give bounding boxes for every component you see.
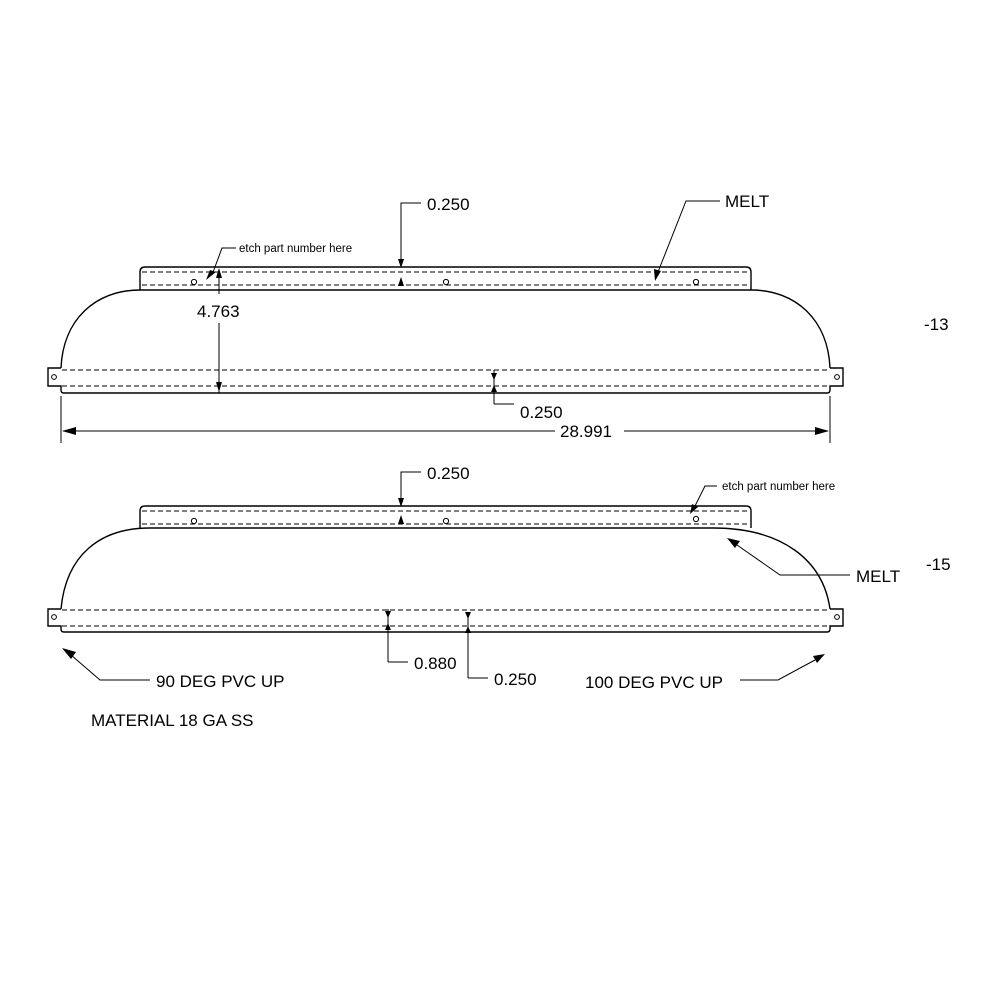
part-13-top-flange	[139, 266, 752, 290]
part-13-body-outline	[60, 289, 831, 369]
part-13-dim-height-arrow-down	[216, 382, 222, 392]
part-15-dim-offset-arrow-down	[385, 611, 391, 618]
part-13-etch-leader	[211, 247, 236, 276]
part-15-right-bend-note: 100 DEG PVC UP	[585, 673, 723, 692]
part-15-etch-note: etch part number here	[722, 481, 835, 493]
part-15-melt-leader	[736, 544, 850, 576]
part-15-dim-flange-top-arrow-down	[398, 498, 404, 507]
part-13-dim-flange-bottom-arrow-down	[491, 373, 497, 380]
part-13-dim-flange-top-leader	[400, 202, 421, 262]
part-15-left-bend-leader	[70, 654, 150, 681]
material-note: MATERIAL 18 GA SS	[91, 711, 254, 730]
part-13-etch-note: etch part number here	[239, 243, 352, 255]
part-15-top-flange	[139, 505, 752, 528]
part-15-left-bend-arrow	[62, 648, 76, 659]
part-15-dim-flange-top-arrow-up	[398, 515, 404, 524]
part-13-ear-hole-left	[51, 374, 57, 380]
part-15-melt-arrow	[727, 538, 740, 548]
part-13-etch-arrow	[206, 270, 216, 280]
part-13-mount-hole-left	[190, 278, 198, 286]
part-15-dim-flange-bottom-value: 0.250	[494, 670, 537, 689]
part-13-dim-flange-top-arrow-up	[398, 277, 404, 286]
part-15-dim-flange-top-value: 0.250	[427, 464, 470, 483]
part-15-dim-flange-bottom-arrow-up	[465, 626, 471, 633]
part-13-melt-leader	[657, 200, 720, 273]
part-13-mount-hole-right	[692, 278, 700, 286]
part-15-mount-hole-center	[442, 517, 450, 525]
part-13-dim-length-arrow-left	[62, 427, 76, 435]
part-13-dim-flange-bottom-value: 0.250	[520, 403, 563, 422]
part-13-bottom-flange	[47, 367, 844, 394]
part-15-mount-hole-left	[190, 517, 198, 525]
part-13-suffix-label: -13	[924, 315, 949, 334]
part-15-ear-hole-left	[51, 614, 57, 620]
part-15-etch-leader	[693, 485, 717, 509]
part-13-dim-flange-bottom-arrow-up	[491, 385, 497, 392]
part-13-dim-height-value: 4.763	[197, 302, 240, 321]
part-15-etch-arrow	[690, 504, 698, 514]
part-13-view: 0.250 etch part number here MELT 4.763 0…	[47, 192, 949, 443]
part-15-bottom-flange	[47, 608, 844, 633]
part-15-body-outline	[60, 527, 831, 610]
part-15-dim-offset-value: 0.880	[414, 654, 457, 673]
part-13-mount-hole-center	[442, 278, 450, 286]
part-13-melt-note: MELT	[725, 192, 769, 211]
part-15-view: 0.250 etch part number here MELT 0.880 0…	[47, 464, 951, 692]
part-13-dim-length-arrow-right	[815, 427, 829, 435]
part-15-mount-hole-right	[692, 515, 700, 523]
part-13-dim-flange-top-value: 0.250	[427, 195, 470, 214]
part-15-ear-hole-right	[834, 614, 840, 620]
part-13-ear-hole-right	[834, 374, 840, 380]
part-13-dim-length-value: 28.991	[560, 422, 612, 441]
part-15-suffix-label: -15	[926, 555, 951, 574]
part-15-melt-note: MELT	[856, 567, 900, 586]
part-15-right-bend-leader	[740, 659, 816, 681]
part-13-dim-height-arrow-up	[216, 268, 222, 278]
part-15-right-bend-arrow	[813, 654, 825, 663]
part-15-dim-offset-arrow-up	[385, 623, 391, 630]
part-15-left-bend-note: 90 DEG PVC UP	[156, 672, 285, 691]
part-13-melt-arrow	[654, 269, 661, 281]
part-15-dim-flange-top-leader	[400, 471, 421, 500]
part-13-dim-flange-top-arrow-down	[398, 259, 404, 268]
part-15-dim-flange-bottom-arrow-down	[465, 612, 471, 619]
